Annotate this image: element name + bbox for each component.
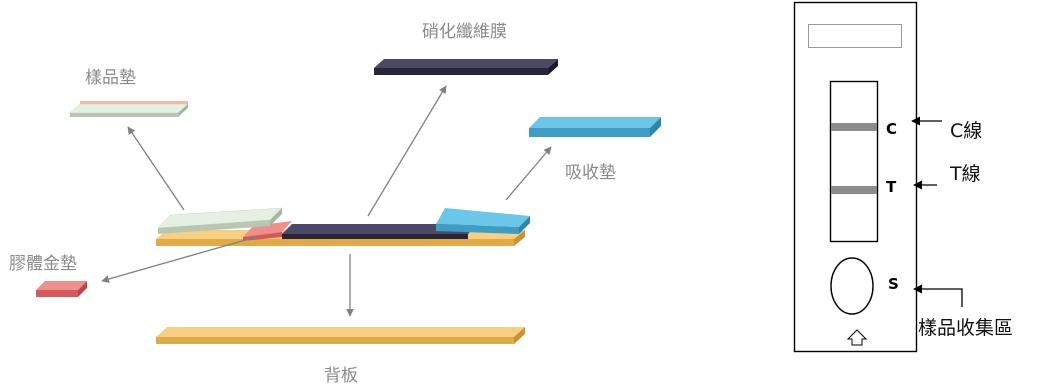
backing-label: 背板 bbox=[324, 366, 358, 385]
sample-pad-component bbox=[69, 101, 189, 117]
nc-membrane-label: 硝化纖維膜 bbox=[422, 22, 507, 42]
c-line-callout: C線 bbox=[950, 120, 982, 142]
up-arrow-icon bbox=[846, 329, 868, 346]
t-line bbox=[831, 186, 877, 194]
arrow-to-nc-membrane bbox=[367, 85, 447, 217]
sample-area-callout: 樣品收集區 bbox=[918, 317, 1013, 339]
callout-arrows bbox=[911, 116, 963, 307]
arrow-to-sample-area bbox=[913, 284, 963, 307]
backing-component bbox=[156, 327, 525, 344]
test-letter: T bbox=[886, 178, 897, 196]
explode-arrows bbox=[101, 85, 552, 317]
sample-well bbox=[830, 257, 874, 315]
sample-letter: S bbox=[888, 275, 899, 293]
result-window bbox=[829, 80, 879, 243]
nc-membrane-component bbox=[374, 59, 558, 75]
conjugate-pad-label: 膠體金墊 bbox=[9, 254, 77, 274]
arrow-to-conjugate-pad bbox=[101, 236, 257, 283]
absorbent-pad-component bbox=[529, 117, 661, 137]
t-line-callout: T線 bbox=[949, 163, 981, 185]
arrow-to-sample-pad bbox=[127, 126, 185, 211]
assembled-strip bbox=[156, 207, 530, 246]
cassette-label-slot bbox=[808, 24, 902, 48]
arrow-to-absorbent-pad bbox=[505, 146, 552, 201]
test-cassette bbox=[793, 1, 918, 353]
sample-pad-label: 樣品墊 bbox=[85, 68, 136, 88]
control-letter: C bbox=[886, 120, 897, 138]
absorbent-pad-label: 吸收墊 bbox=[565, 163, 616, 183]
conjugate-pad-component bbox=[36, 281, 87, 297]
c-line bbox=[831, 123, 877, 131]
